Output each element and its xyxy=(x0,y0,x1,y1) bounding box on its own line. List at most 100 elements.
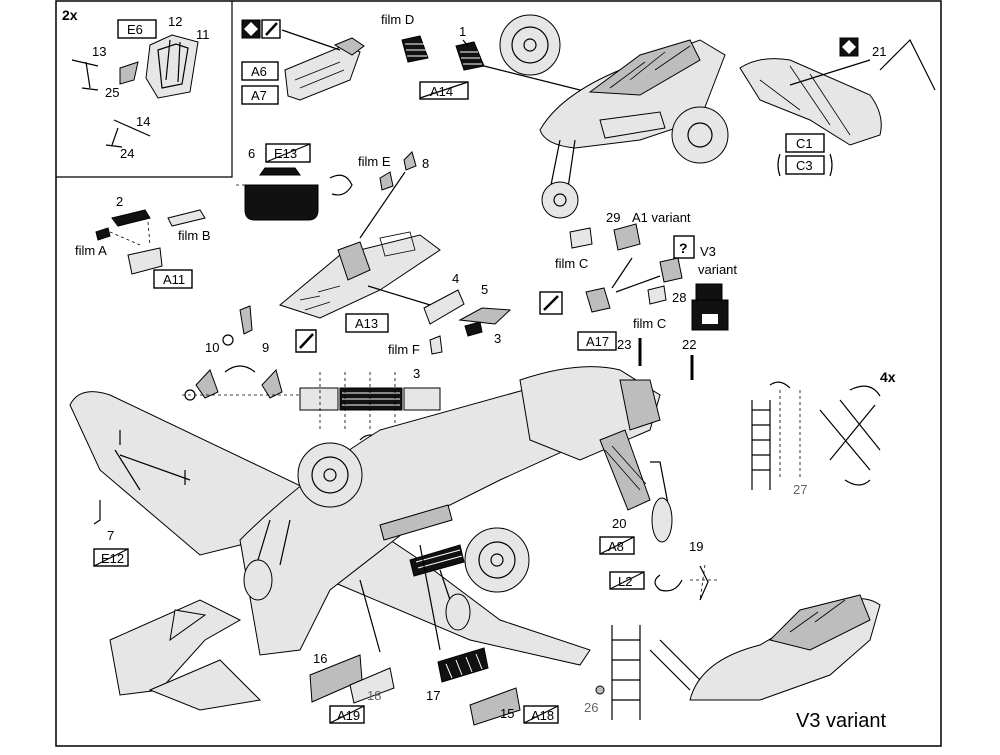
engine-right-cowl xyxy=(464,527,530,593)
part-8-label: 8 xyxy=(422,156,429,171)
part-7-piece xyxy=(93,500,101,525)
engine-hub xyxy=(523,38,537,52)
cockpit-seat xyxy=(337,241,371,281)
seat-back xyxy=(157,43,189,89)
part-10-ring xyxy=(222,334,234,346)
part-3-label: 3 xyxy=(494,331,501,346)
part-4-label: 4 xyxy=(452,271,459,286)
ref-c1-label: C1 xyxy=(796,136,813,151)
ref-c3-label: C3 xyxy=(796,158,813,173)
part-29-label: 29 xyxy=(606,210,620,225)
a11-part xyxy=(127,247,163,275)
windscreen-arrows xyxy=(611,257,661,293)
part-9-label: 9 xyxy=(262,340,269,355)
pedal-right xyxy=(261,369,283,399)
canopy-arrow xyxy=(789,59,871,86)
canopy-paint-diamond-icon xyxy=(842,40,856,54)
sheet-frame xyxy=(55,0,942,747)
ref-e12-strike xyxy=(93,548,129,567)
film-d-label: film D xyxy=(381,12,414,27)
strip-lines xyxy=(342,392,400,406)
cockpit-detail xyxy=(299,285,341,311)
quantity-left-label: 2x xyxy=(62,7,78,23)
part-7-antennas xyxy=(119,430,186,485)
part-18-piece xyxy=(349,667,395,704)
film-ab-group: 2 film A film B A11 xyxy=(75,194,211,289)
film-ab-guides xyxy=(109,221,151,246)
ref-a17-label: A17 xyxy=(586,334,609,349)
brush-stroke-icon xyxy=(265,22,278,36)
film-e-label: film E xyxy=(358,154,391,169)
ref-a11 xyxy=(153,269,193,289)
ref-a7 xyxy=(241,85,279,105)
seat-inset: 2x E6 12 11 13 25 14 24 xyxy=(62,7,210,161)
antenna-cross xyxy=(819,399,881,471)
console-cap xyxy=(333,37,365,56)
part-22-label: 22 xyxy=(682,337,696,352)
ref-e6-label: E6 xyxy=(127,22,143,37)
ref-a13-label: A13 xyxy=(355,316,378,331)
part-1-panel xyxy=(455,41,485,71)
film-e-group: film E 8 xyxy=(358,151,429,239)
film-a-label: film A xyxy=(75,243,107,258)
film-c-bottom-piece xyxy=(647,285,667,305)
part-7-label: 7 xyxy=(107,528,114,543)
canopy-bars xyxy=(609,45,691,89)
ref-e6 xyxy=(117,19,157,39)
engine-cowl-top xyxy=(499,14,561,76)
part-3b-label: 3 xyxy=(413,366,420,381)
ref-e12-label: E12 xyxy=(101,551,124,566)
part-13-rod xyxy=(71,59,99,91)
antenna-detail: 4x 27 xyxy=(751,369,896,497)
antenna-ladder-left xyxy=(751,400,771,490)
seat-belts xyxy=(165,39,181,83)
right-main-wheel xyxy=(445,593,471,631)
v3-panel-window xyxy=(702,314,718,324)
antenna-rotate-arrow xyxy=(769,381,791,389)
part-5-label: 5 xyxy=(481,282,488,297)
tail-fin xyxy=(148,659,262,711)
part-27-label: 27 xyxy=(793,482,807,497)
gear-torque-link xyxy=(699,565,709,601)
parts-4-5-group: 4 5 3 film F xyxy=(388,271,512,357)
left-main-wheel xyxy=(243,559,273,601)
pedal-rotate-arrow xyxy=(224,365,256,373)
quantity-right-label: 4x xyxy=(880,369,896,385)
film-c-bottom-label: film C xyxy=(633,316,666,331)
v3-variant-caption: V3 variant xyxy=(796,710,886,732)
part-11-label: 11 xyxy=(196,27,210,42)
engine-cowl-inner xyxy=(511,26,549,64)
part-17-label: 17 xyxy=(426,688,440,703)
gear-rotate-arrow xyxy=(654,574,683,592)
part-15-piece xyxy=(469,687,521,726)
pedal-pin xyxy=(184,389,196,401)
panel-arrow xyxy=(483,65,597,95)
part-3-piece xyxy=(464,321,483,337)
console-detail xyxy=(294,61,345,89)
film-d-group: film D 1 A14 xyxy=(381,12,597,100)
wheel-strut-19 xyxy=(650,461,669,505)
nose-gear-strut xyxy=(549,139,576,191)
ref-a6-label: A6 xyxy=(251,64,267,79)
pedal-left xyxy=(195,369,219,399)
antenna-guides xyxy=(779,390,801,480)
bulkhead-part xyxy=(244,184,319,221)
bay-panel-left xyxy=(379,504,453,541)
ref-a17 xyxy=(577,331,617,351)
console-leader xyxy=(281,29,341,51)
ref-a6 xyxy=(241,61,279,81)
part-23-label: 23 xyxy=(617,337,631,352)
windscreen-group: 29 A1 variant film C ? V3 variant 28 fil… xyxy=(539,210,737,380)
v3-top-label: V3 xyxy=(700,244,716,259)
antenna-ladder-rungs xyxy=(752,409,770,471)
film-c-top-label: film C xyxy=(555,256,588,271)
seat-lever xyxy=(119,61,139,85)
strip-light-block xyxy=(403,387,441,411)
v3-canopy-bars xyxy=(789,599,846,633)
ref-e13-strike xyxy=(265,143,311,163)
part-26-label: 26 xyxy=(584,700,598,715)
gear-leg-lattice xyxy=(604,445,647,491)
rudder xyxy=(169,609,207,642)
instrument-strip: 3 xyxy=(299,366,441,459)
